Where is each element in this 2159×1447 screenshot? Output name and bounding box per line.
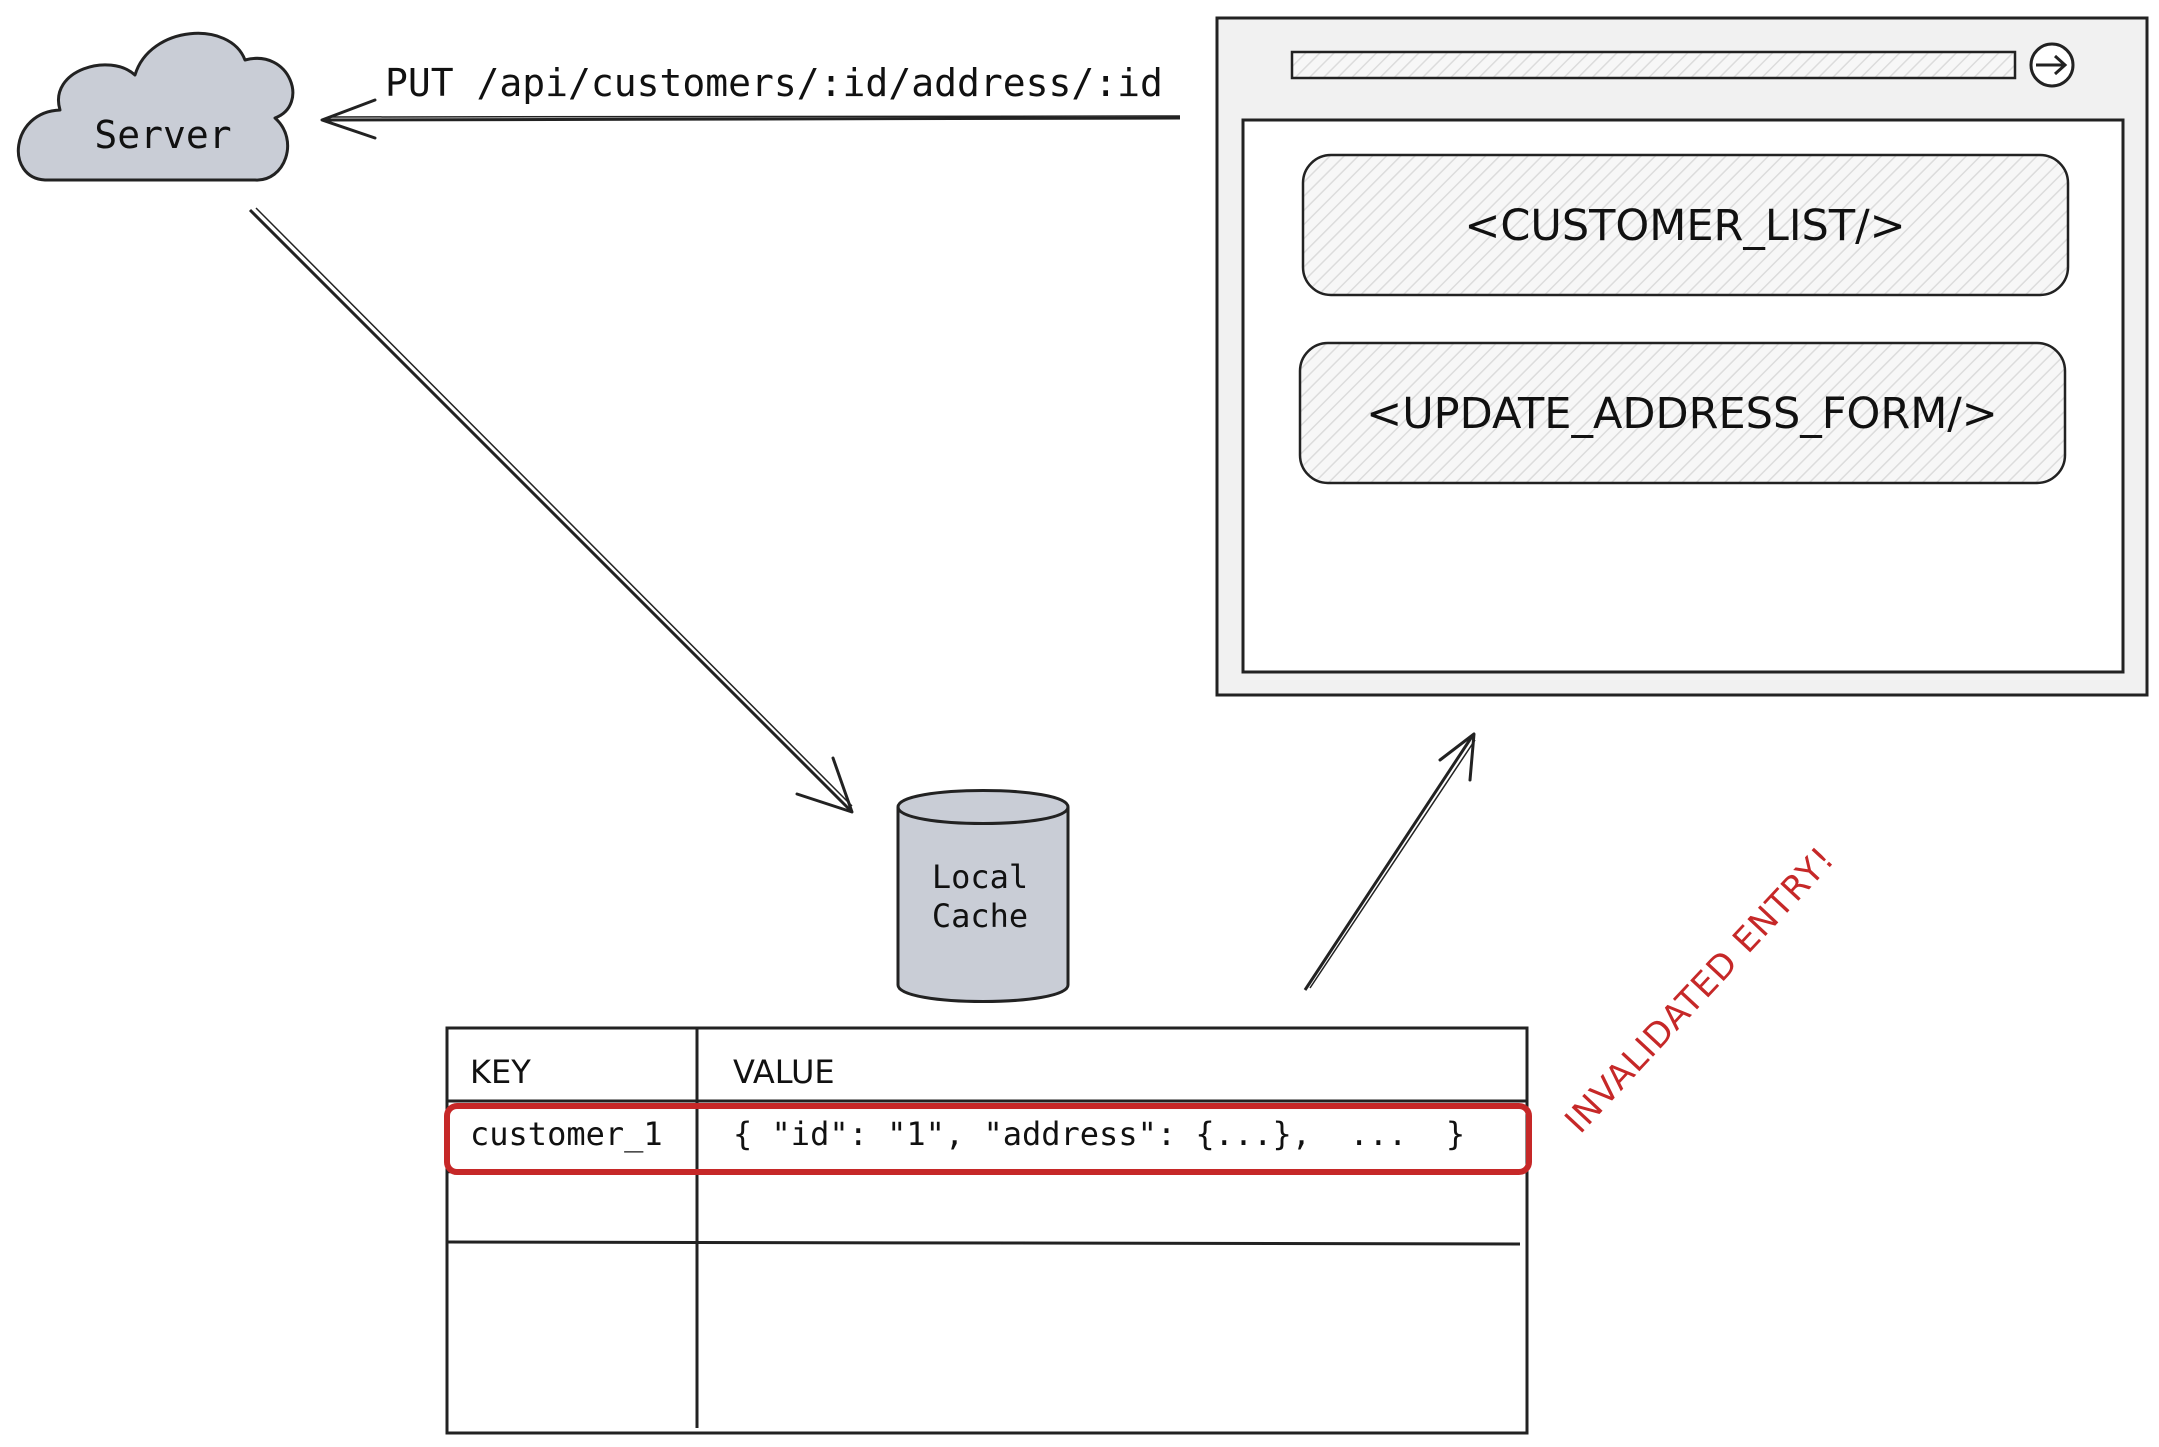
table-header-value: VALUE	[733, 1053, 835, 1091]
component-label: <UPDATE_ADDRESS_FORM/>	[1366, 389, 1998, 439]
request-arrow: PUT /api/customers/:id/address/:id	[320, 61, 1181, 140]
address-bar	[1290, 50, 2017, 80]
cloud-icon	[16, 31, 295, 182]
invalidated-entry-annotation: INVALIDATED ENTRY!	[1557, 839, 1843, 1141]
cache-table: KEY VALUE customer_1 { "id": "1", "addre…	[444, 1026, 1532, 1435]
database-icon	[896, 789, 1070, 1003]
invalidated-row-highlight	[444, 1103, 1532, 1175]
row-value: { "id": "1", "address": {...}, ... }	[733, 1115, 1465, 1153]
component-update-address-form: <UPDATE_ADDRESS_FORM/>	[1298, 341, 2067, 485]
table-header-key: KEY	[470, 1053, 531, 1091]
request-label: PUT /api/customers/:id/address/:id	[385, 61, 1163, 105]
cache-label-line2: Cache	[932, 897, 1028, 935]
refresh-icon	[2029, 42, 2075, 88]
local-cache-node: Local Cache	[896, 789, 1070, 1003]
server-label: Server	[94, 113, 231, 157]
table-row: customer_1 { "id": "1", "address": {...}…	[470, 1115, 1465, 1153]
cache-to-browser-arrow	[1303, 732, 1476, 991]
cache-label-line1: Local	[932, 858, 1028, 896]
row-key: customer_1	[470, 1115, 663, 1153]
server-node: Server	[16, 31, 295, 182]
server-to-cache-arrow	[248, 207, 854, 814]
browser-window: <CUSTOMER_LIST/> <UPDATE_ADDRESS_FORM/>	[1215, 16, 2149, 697]
component-label: <CUSTOMER_LIST/>	[1464, 201, 1905, 251]
component-customer-list: <CUSTOMER_LIST/>	[1301, 153, 2070, 297]
